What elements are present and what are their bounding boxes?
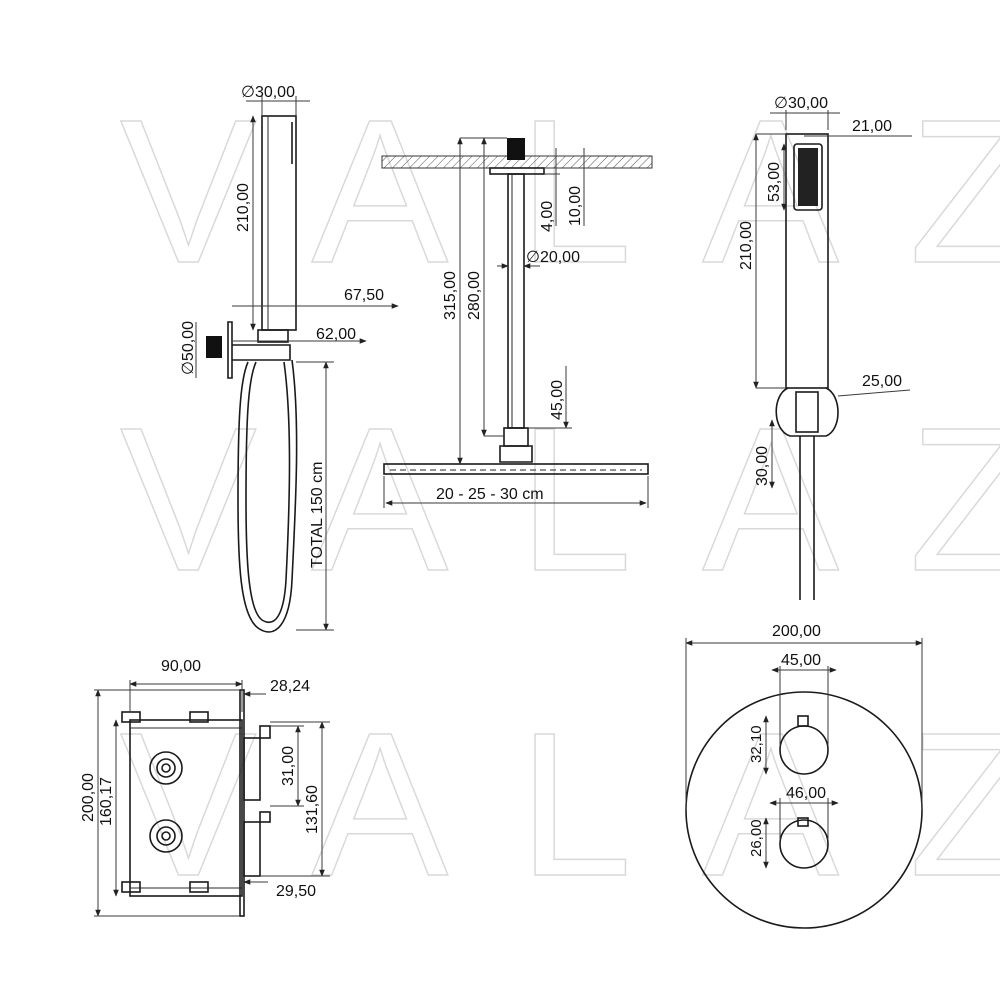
hs-side-diameter-label: ∅30,00: [241, 84, 295, 101]
rain-ceiling-offset-label: 10,00: [567, 186, 584, 226]
hs-front-holder-height-label: 30,00: [754, 446, 771, 486]
hand-shower-side-view: ∅30,00 210,00 67,50 62,00 ∅50,00 TOTAL 1…: [180, 84, 399, 633]
hs-front-width-label: 21,00: [852, 118, 892, 135]
cover-knob-bottom-height-label: 26,00: [748, 819, 765, 857]
valve-spindle-spacing-label: 31,00: [280, 746, 297, 786]
hand-shower-front-view: ∅30,00 21,00 53,00 210,00 25,00 30,00: [738, 95, 912, 600]
valve-width-label: 90,00: [161, 658, 201, 675]
rain-head-joint-label: 45,00: [549, 380, 566, 420]
valve-outlet-span-label: 131,60: [304, 785, 321, 834]
hs-front-length-label: 210,00: [738, 221, 755, 270]
watermark: VALAZ VALAZ VALAZ: [119, 76, 1000, 920]
watermark-text-1: VALAZ: [120, 77, 1000, 306]
hs-side-offset-inner-label: 62,00: [316, 326, 356, 343]
hs-side-hose-total-label: TOTAL 150 cm: [309, 462, 326, 568]
rain-head-sizes-label: 20 - 25 - 30 cm: [436, 486, 544, 503]
hs-front-diameter-label: ∅30,00: [774, 95, 828, 112]
rain-arm-total-label: 315,00: [442, 271, 459, 320]
rain-shower-view: 315,00 280,00 4,00 10,00 ∅20,00 45,00 20…: [381, 137, 653, 508]
valve-depth-label: 28,24: [270, 678, 310, 695]
hs-front-holder-label: 25,00: [862, 373, 902, 390]
cover-plate-view: 200,00 45,00 32,10 46,00 26,00: [685, 623, 923, 929]
spray-nozzle-grid: [798, 148, 818, 206]
hs-front-spray-face-label: 53,00: [766, 162, 783, 202]
cover-knob-top-label: 45,00: [781, 652, 821, 669]
watermark-text-2: VALAZ: [120, 385, 1000, 614]
valve-inner-height-label: 160,17: [98, 777, 115, 826]
cover-knob-bottom-label: 46,00: [786, 785, 826, 802]
rain-arm-length-label: 280,00: [466, 271, 483, 320]
valve-height-label: 200,00: [80, 773, 97, 822]
cover-knob-top-height-label: 32,10: [748, 725, 765, 763]
valve-body-view: 90,00 28,24 200,00 160,17 31,00 131,60 2…: [80, 658, 330, 917]
hs-side-outlet-diameter-label: ∅50,00: [180, 321, 197, 375]
watermark-text-3: VALAZ: [120, 690, 1000, 919]
cover-diameter-label: 200,00: [772, 623, 821, 640]
hs-side-length-label: 210,00: [235, 183, 252, 232]
rain-plate-thickness-label: 4,00: [539, 201, 556, 232]
valve-bottom-depth-label: 29,50: [276, 883, 316, 900]
hs-side-offset-outer-label: 67,50: [344, 287, 384, 304]
rain-arm-diameter-label: ∅20,00: [526, 249, 580, 266]
